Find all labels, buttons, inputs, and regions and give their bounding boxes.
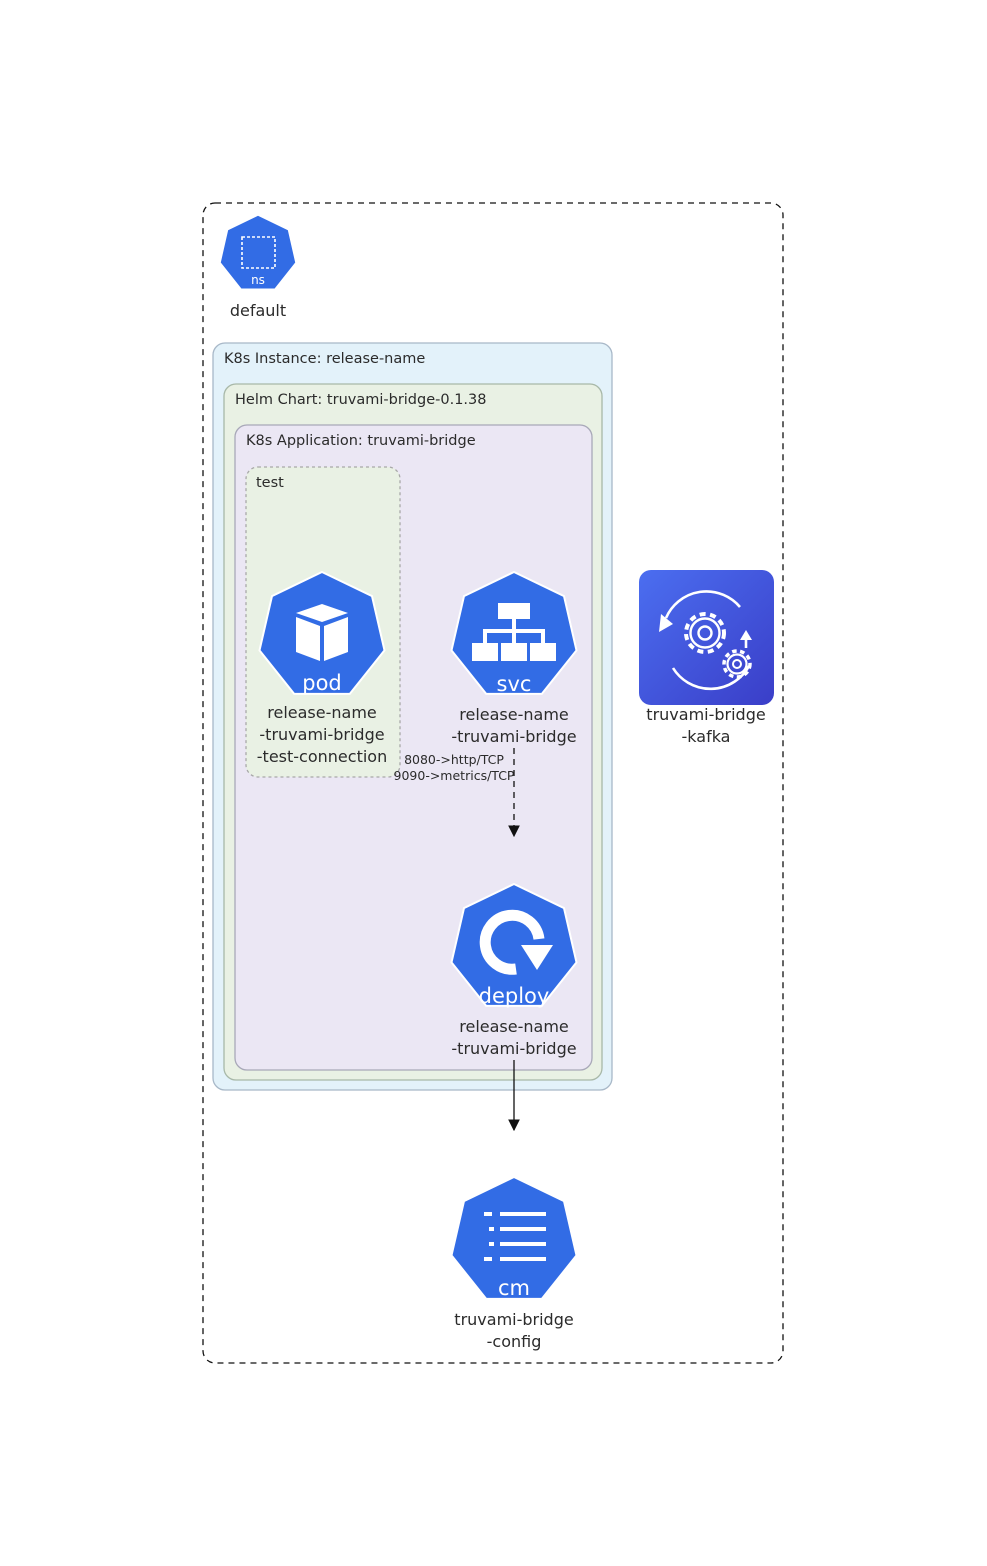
cluster-instance-label: K8s Instance: release-name: [224, 351, 425, 367]
pod-label-line-2: -truvami-bridge: [259, 725, 384, 744]
deploy-label-line-2: -truvami-bridge: [451, 1039, 576, 1058]
namespace-label: default: [230, 301, 286, 320]
deploy-label-line-1: release-name: [459, 1017, 569, 1036]
deploy-icon-text: deploy: [479, 984, 550, 1008]
cluster-chart-label: Helm Chart: truvami-bridge-0.1.38: [235, 392, 487, 408]
svc-label-line-2: -truvami-bridge: [451, 727, 576, 746]
pod-label-line-3: -test-connection: [257, 747, 387, 766]
kafka-node[interactable]: truvami-bridge -kafka: [639, 570, 774, 746]
namespace-icon-text: ns: [251, 273, 265, 287]
namespace-boundary: [202, 202, 784, 1364]
cm-icon-text: cm: [498, 1276, 530, 1300]
configmap-icon: cm: [450, 1175, 578, 1300]
namespace-icon: ns: [219, 214, 297, 290]
svc-icon-text: svc: [497, 672, 532, 696]
kafka-operator-icon: [639, 570, 774, 705]
cluster-test-label: test: [256, 475, 284, 491]
pod-node[interactable]: pod release-name -truvami-bridge -test-c…: [257, 570, 387, 766]
edge-label-line-1: 8080->http/TCP: [404, 752, 504, 767]
pod-icon-text: pod: [302, 671, 342, 695]
kafka-label-line-2: -kafka: [682, 727, 731, 746]
cm-node[interactable]: cm truvami-bridge -config: [450, 1175, 578, 1351]
cm-label-line-1: truvami-bridge: [454, 1310, 573, 1329]
svc-node[interactable]: svc release-name -truvami-bridge: [450, 570, 578, 746]
cm-label-line-2: -config: [487, 1332, 542, 1351]
deployment-icon: deploy: [450, 882, 578, 1008]
namespace-node[interactable]: ns default: [219, 214, 297, 320]
pod-icon: pod: [258, 570, 386, 695]
edge-svc-to-deploy: 8080->http/TCP 9090->metrics/TCP: [394, 748, 520, 838]
cluster-application-label: K8s Application: truvami-bridge: [246, 433, 476, 449]
deploy-node[interactable]: deploy release-name -truvami-bridge: [450, 882, 578, 1058]
pod-label-line-1: release-name: [267, 703, 377, 722]
edge-label-line-2: 9090->metrics/TCP: [394, 768, 515, 783]
kafka-label-line-1: truvami-bridge: [646, 705, 765, 724]
service-icon: svc: [450, 570, 578, 696]
svc-label-line-1: release-name: [459, 705, 569, 724]
